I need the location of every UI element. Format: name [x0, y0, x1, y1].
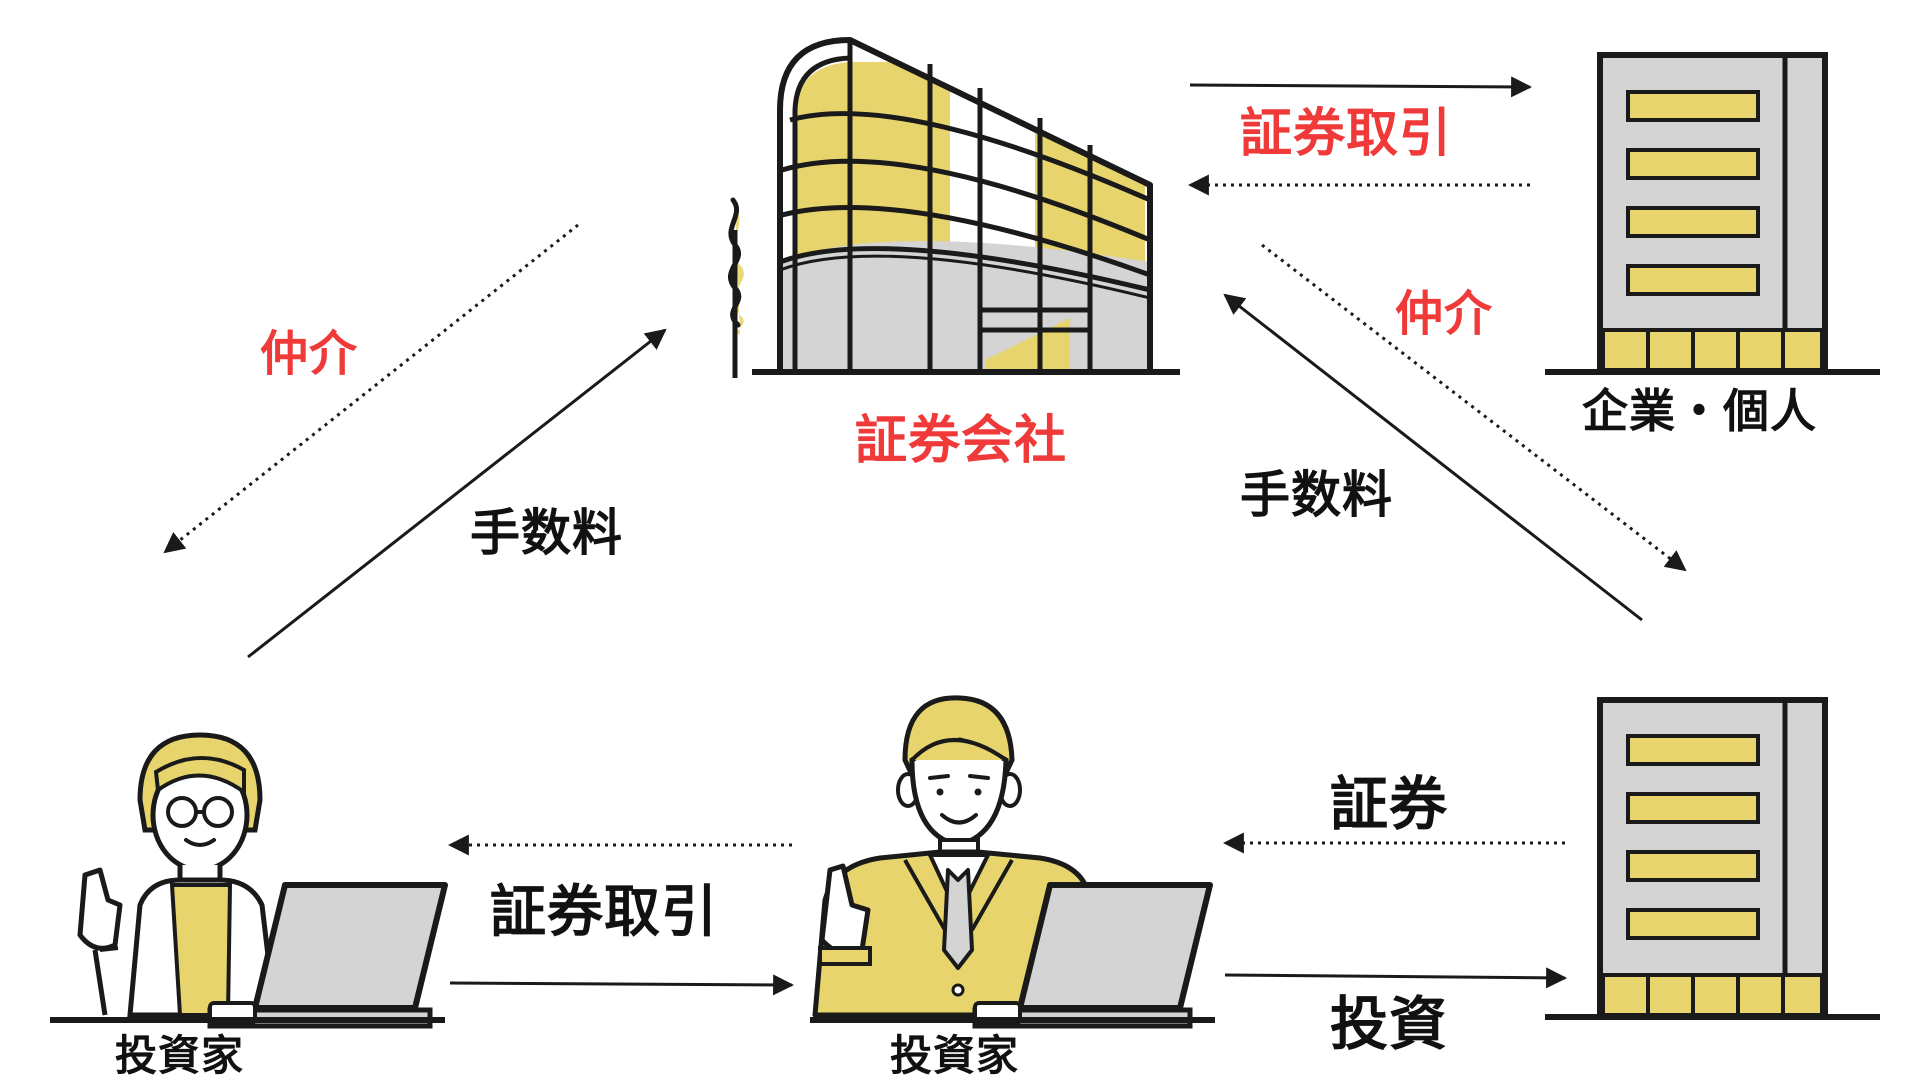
label-investment: 投資 — [1330, 990, 1449, 1058]
investor-man-icon — [810, 695, 1215, 1029]
investor-woman-icon — [50, 732, 448, 1029]
arrow-trade-to-company — [1189, 76, 1533, 98]
label-fee-right: 手数料 — [1240, 466, 1393, 524]
arrow-fee-right — [1223, 293, 1643, 622]
tree-icon — [727, 197, 744, 378]
company-building-bottom-icon — [1545, 697, 1880, 1020]
node-companies-individuals: 企業・個人 — [1582, 384, 1817, 438]
company-building-icon — [1545, 52, 1880, 375]
node-investor-center: 投資家 — [890, 1031, 1020, 1080]
node-securities-company: 証券会社 — [855, 411, 1068, 471]
arrow-fee-left — [247, 328, 667, 659]
label-securities: 証券 — [1330, 770, 1449, 838]
arrow-broker-left — [163, 223, 579, 554]
securities-company-building-icon — [727, 37, 1180, 378]
label-trade-top: 証券取引 — [1240, 104, 1453, 164]
label-trade-bottom: 証券取引 — [490, 880, 718, 945]
arrow-trade-bottom-right — [449, 974, 795, 996]
label-broker-right: 仲介 — [1395, 286, 1494, 342]
node-investor-left: 投資家 — [115, 1031, 245, 1080]
label-fee-left: 手数料 — [470, 504, 623, 562]
label-broker-left: 仲介 — [260, 326, 359, 382]
arrow-broker-right — [1261, 243, 1687, 572]
arrow-investment — [1224, 967, 1568, 989]
